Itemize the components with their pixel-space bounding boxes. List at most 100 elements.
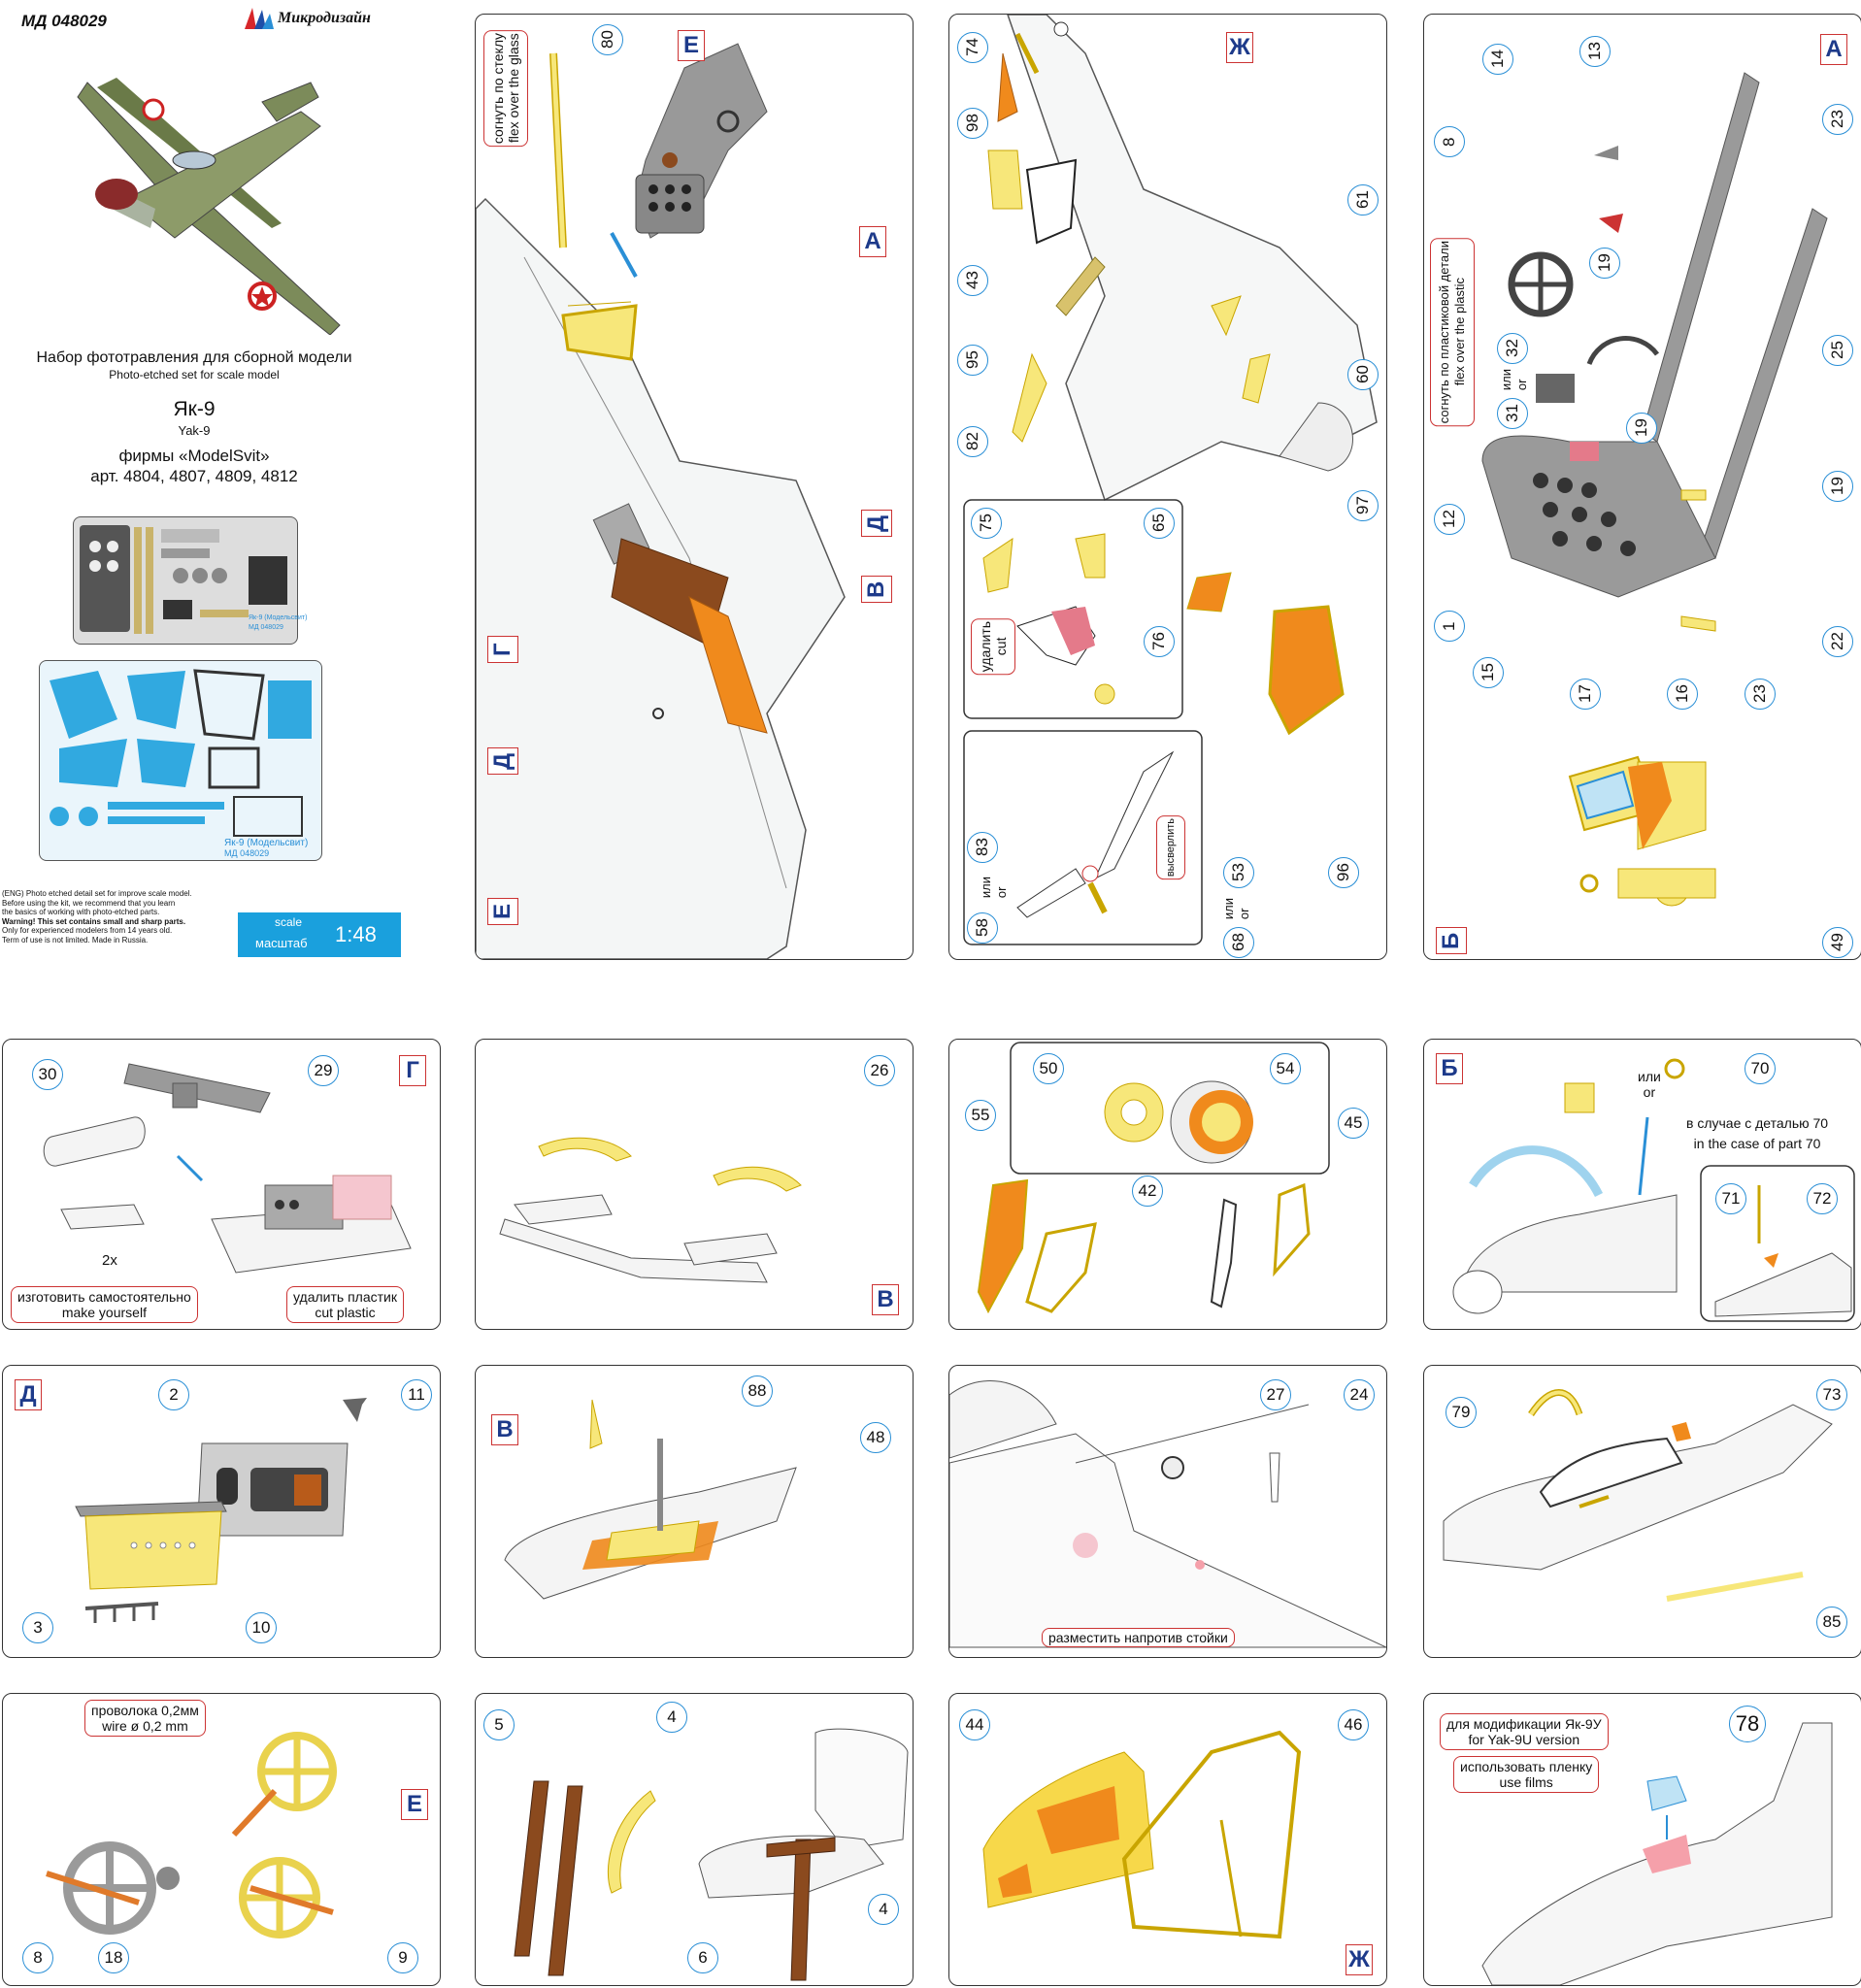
p3-callout-13: 13: [1579, 36, 1611, 67]
p1-letter-D-left: Д: [487, 747, 518, 775]
p2-callout-98: 98: [957, 108, 988, 139]
panel-3-artwork: [1481, 72, 1828, 907]
title-en: Photo-etched set for scale model: [109, 368, 280, 381]
p2-letter-Zh: Ж: [1226, 32, 1253, 63]
p2-callout-58: 58: [967, 912, 998, 944]
model-en: Yak-9: [178, 423, 211, 438]
p3-callout-19-a: 19: [1589, 248, 1620, 279]
p5-callout-26: 26: [864, 1055, 895, 1086]
panel-9-floor: 88 В 48: [475, 1365, 914, 1658]
p14-callout-46: 46: [1338, 1709, 1369, 1740]
panel-9-artwork: [504, 1399, 797, 1600]
product-code: МД 048029: [21, 12, 107, 30]
p9-letter-V: В: [491, 1414, 518, 1445]
fret-1-parts: [80, 525, 287, 634]
disclaimer-line-4: Warning! This set contains small and sha…: [2, 916, 186, 926]
p8-callout-3: 3: [22, 1612, 53, 1643]
p3-callout-15: 15: [1473, 657, 1504, 688]
p2-callout-74: 74: [957, 32, 988, 63]
p3-callout-19-c: 19: [1822, 471, 1853, 502]
p1-letter-V: В: [861, 576, 892, 603]
p3-callout-14: 14: [1482, 44, 1513, 75]
p2-callout-97: 97: [1347, 490, 1379, 521]
panel-6-artwork: [977, 1042, 1330, 1314]
brand-name: Микродизайн: [278, 10, 371, 26]
firm-line: фирмы «ModelSvit»: [118, 447, 270, 465]
fret-2-parts: [50, 669, 312, 837]
p13-callout-4-bottom: 4: [868, 1894, 899, 1925]
fret-1-code: МД 048029: [249, 624, 283, 631]
p2-callout-68: 68: [1223, 927, 1254, 958]
p6-callout-50: 50: [1033, 1053, 1064, 1084]
aircraft-illustration: [77, 78, 341, 335]
p6-callout-54: 54: [1270, 1053, 1301, 1084]
panel-5-seat-frame: 26 В: [475, 1039, 914, 1330]
p3-callout-17: 17: [1570, 679, 1601, 710]
p5-letter-V: В: [872, 1284, 899, 1315]
panel-8-radio-panel: Д 2 11 3 10: [2, 1365, 441, 1658]
scale-value: 1:48: [335, 922, 377, 946]
p2-callout-95: 95: [957, 345, 988, 376]
p3-callout-16: 16: [1667, 679, 1698, 710]
p4-callout-30: 30: [32, 1059, 63, 1090]
p13-callout-4-top: 4: [656, 1702, 687, 1733]
panel-12-wheels: проволока 0,2мм wire ø 0,2 mm Е 8 18 9: [2, 1693, 441, 1986]
panel-12-artwork: [46, 1732, 337, 1938]
p2-callout-60: 60: [1347, 359, 1379, 390]
p3-letter-B: Б: [1436, 927, 1467, 954]
panel-11-canopy-side: 79 73 85: [1423, 1365, 1861, 1658]
p7-text-case-part-70: в случае с деталью 70 in the case of par…: [1686, 1115, 1829, 1151]
p3-callout-23-bottom: 23: [1745, 679, 1776, 710]
p3-callout-25: 25: [1822, 335, 1853, 366]
p4-text-2x: 2x: [102, 1252, 117, 1269]
p8-callout-11: 11: [401, 1379, 432, 1410]
p11-callout-85: 85: [1816, 1607, 1847, 1638]
p3-text-or: или or: [1499, 369, 1529, 391]
p14-letter-Zh: Ж: [1346, 1944, 1373, 1975]
brand-logo-mark-icon: [245, 8, 274, 29]
panel-11-artwork: [1443, 1389, 1833, 1602]
p2-callout-53: 53: [1223, 857, 1254, 888]
panel-3-instrument-panel: 14 13 А 8 23 согнуть по пластиковой дета…: [1423, 14, 1861, 960]
p9-callout-48: 48: [860, 1422, 891, 1453]
panel-2-nose-details: 74 98 43 95 82 Ж 61 60 97 75 65 удалить …: [948, 14, 1387, 960]
p1-callout-80: 80: [592, 24, 623, 55]
p2-callout-82: 82: [957, 426, 988, 457]
p1-letter-E-bottom: Е: [487, 898, 518, 925]
disclaimer: (ENG) Photo etched detail set for improv…: [2, 889, 235, 944]
disclaimer-line-6: Term of use is not limited. Made in Russ…: [2, 935, 149, 944]
p1-letter-E-top: Е: [678, 30, 705, 61]
p12-callout-18: 18: [98, 1942, 129, 1973]
panel-1-fuselage-cockpit: согнуть по стеклу flex over the glass 80…: [475, 14, 914, 960]
p4-note-make-yourself: изготовить самостоятельно make yourself: [11, 1286, 198, 1323]
panel-15-yak9u: для модификации Як-9У for Yak-9U version…: [1423, 1693, 1861, 1986]
p6-callout-45: 45: [1338, 1108, 1369, 1139]
p13-callout-6: 6: [687, 1942, 718, 1973]
p2-text-or-1: или or: [979, 877, 1009, 899]
p14-callout-44: 44: [959, 1709, 990, 1740]
p8-callout-2: 2: [158, 1379, 189, 1410]
p12-callout-8: 8: [22, 1942, 53, 1973]
p6-callout-42: 42: [1132, 1176, 1163, 1207]
p3-callout-49: 49: [1822, 927, 1853, 958]
p13-callout-5: 5: [483, 1709, 515, 1740]
panel-5-artwork: [499, 1137, 802, 1283]
panel-13-seat-belts: 5 4 6 4: [475, 1693, 914, 1986]
p1-letter-D-right: Д: [861, 510, 892, 537]
p7-callout-71: 71: [1715, 1183, 1746, 1214]
fret-sheet-1: Як-9 (Модельсвит) МД 048029: [73, 516, 307, 645]
p2-callout-65: 65: [1144, 508, 1175, 539]
panel-6-landing-gear: 50 54 55 42 45: [948, 1039, 1387, 1330]
panel-1-artwork: [476, 43, 846, 959]
model-ru: Як-9: [173, 398, 216, 420]
panel-4-radio: 30 29 Г 2x изготовить самостоятельно mak…: [2, 1039, 441, 1330]
panel-2-artwork: [963, 15, 1378, 945]
p4-note-cut-plastic: удалить пластик cut plastic: [286, 1286, 404, 1323]
scale-label-ru: масштаб: [255, 936, 308, 950]
p10-callout-24: 24: [1344, 1379, 1375, 1410]
disclaimer-line-1: (ENG) Photo etched detail set for improv…: [2, 889, 192, 898]
p3-letter-A: А: [1820, 34, 1847, 65]
p8-letter-D: Д: [15, 1379, 42, 1410]
p7-callout-72: 72: [1807, 1183, 1838, 1214]
p3-callout-8: 8: [1434, 126, 1465, 157]
